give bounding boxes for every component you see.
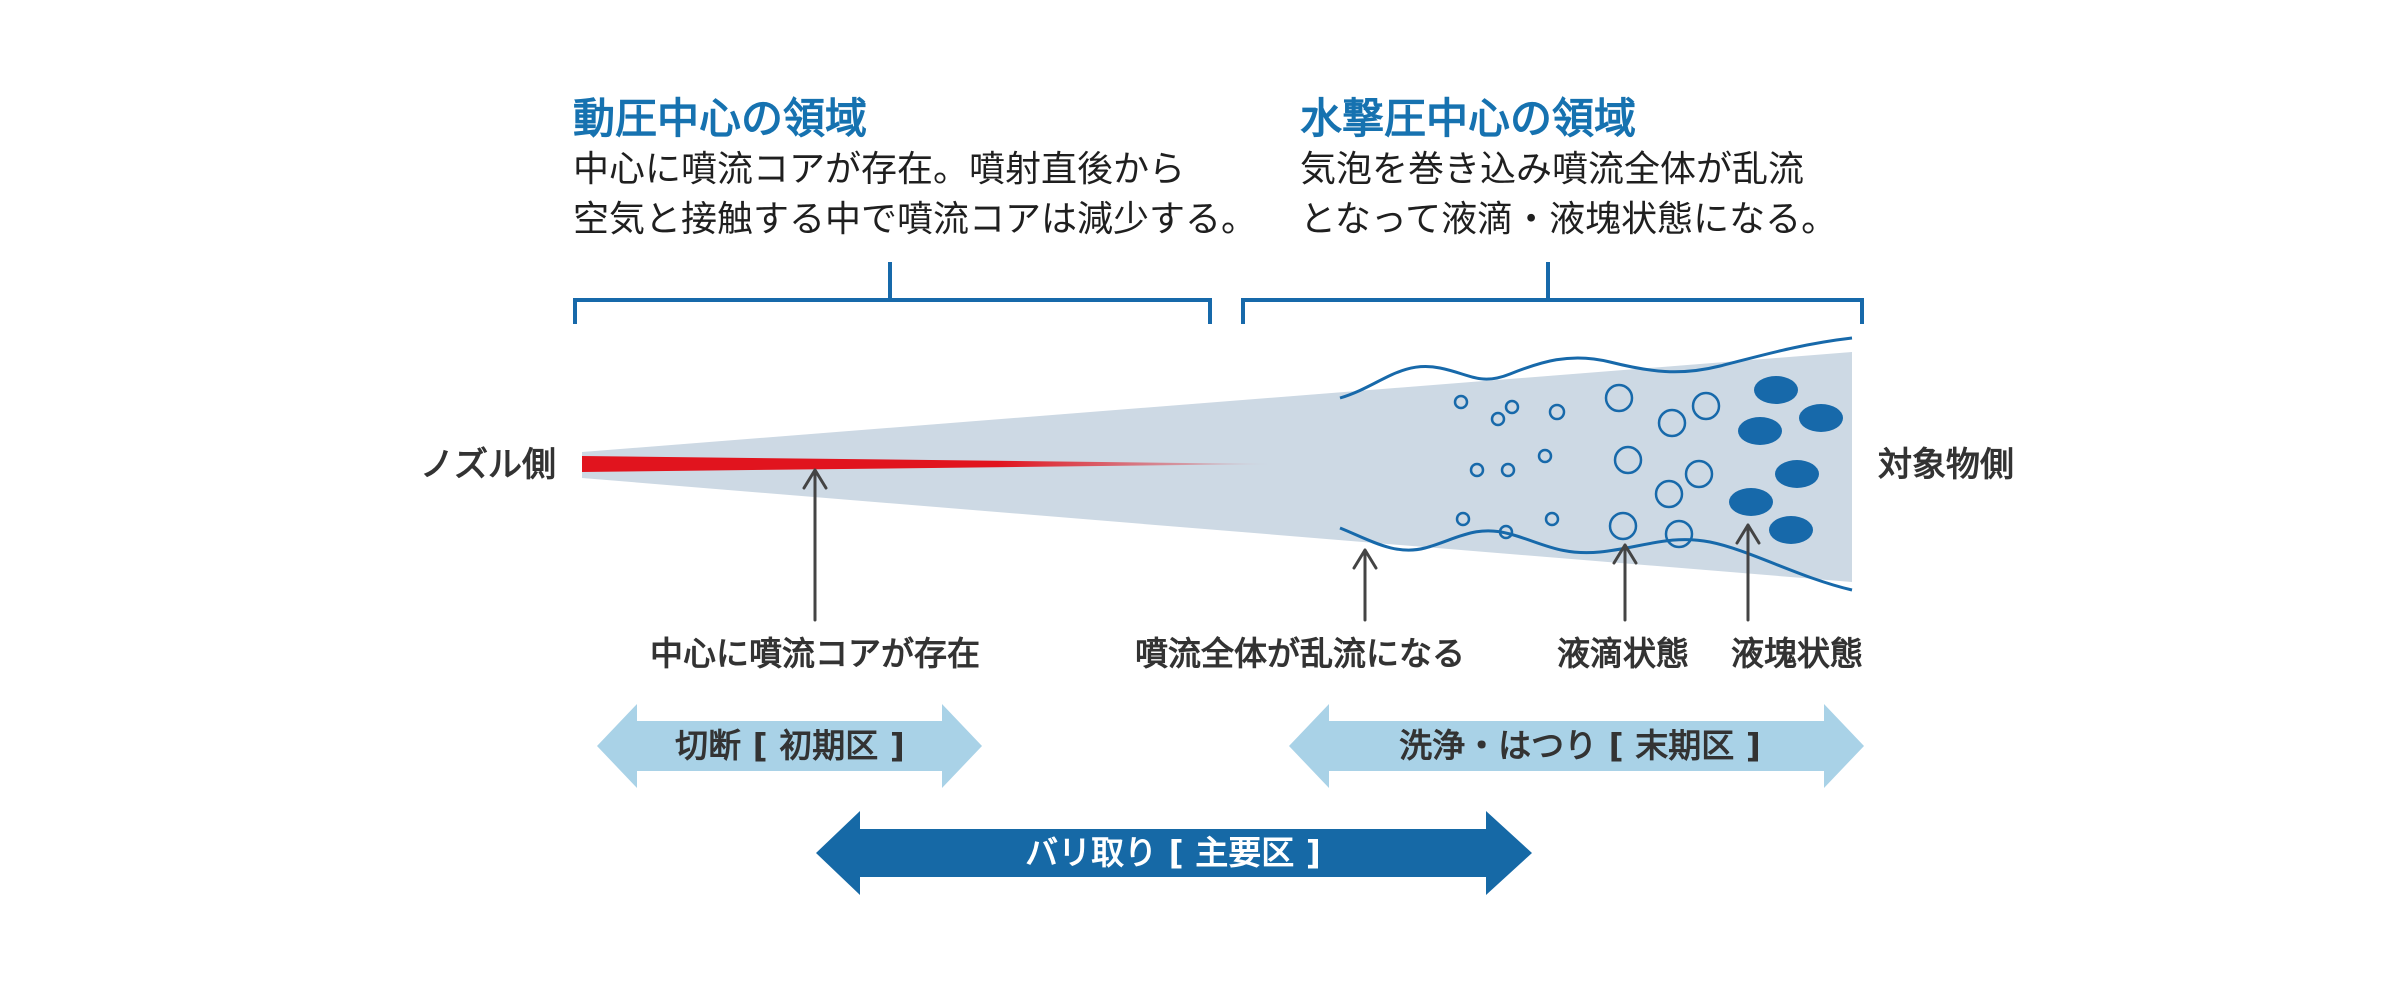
small-bubbles	[1453, 394, 1566, 540]
dynamic-pressure-region: 動圧中心の領域 中心に噴流コアが存在。噴射直後から 空気と接触する中で噴流コアは…	[573, 94, 1257, 240]
bubble	[1613, 445, 1643, 475]
water-hammer-region-desc-line1: 気泡を巻き込み噴流全体が乱流	[1300, 149, 1804, 190]
pointer-arrows	[802, 468, 1761, 622]
cleaning-zone-arrow: 洗浄・はつり [ 末期区 ]	[1289, 704, 1864, 788]
core-pointer-arrow	[802, 468, 828, 622]
droplet-pointer-arrow	[1612, 543, 1638, 622]
bubble	[1537, 448, 1553, 464]
cutting-zone-arrow: 切断 [ 初期区 ]	[597, 704, 982, 788]
nozzle-side-label: ノズル側	[420, 445, 556, 485]
bubble	[1664, 519, 1694, 549]
bubble	[1504, 399, 1520, 415]
bubble	[1608, 511, 1638, 541]
turbulent-pointer-arrow	[1352, 548, 1378, 622]
target-side-label: 対象物側	[1878, 445, 2014, 485]
large-bubbles	[1604, 383, 1721, 549]
bubble	[1684, 459, 1714, 489]
dynamic-region-desc-line1: 中心に噴流コアが存在。噴射直後から	[573, 149, 1185, 190]
liquid-lump	[1769, 516, 1813, 544]
bubble	[1604, 383, 1634, 413]
deburring-zone-label: バリ取り [ 主要区 ]	[1025, 833, 1321, 872]
deburring-zone-arrow-shape	[816, 811, 1532, 895]
liquid-lump	[1775, 460, 1819, 488]
deburring-zone-arrow: バリ取り [ 主要区 ]	[816, 811, 1532, 895]
cutting-zone-label: 切断 [ 初期区 ]	[675, 726, 905, 765]
bubble	[1455, 511, 1471, 527]
cleaning-zone-arrow-shape	[1289, 704, 1864, 788]
bubble	[1498, 524, 1514, 540]
bubble	[1548, 403, 1566, 421]
water-hammer-region-title: 水撃圧中心の領域	[1300, 94, 1636, 143]
lump-pointer-arrow	[1735, 523, 1761, 622]
bubble	[1500, 462, 1516, 478]
bubble	[1453, 394, 1469, 410]
bubble	[1691, 391, 1721, 421]
liquid-lump	[1754, 376, 1798, 404]
water-hammer-region-bracket	[1241, 262, 1864, 324]
bubble	[1654, 479, 1684, 509]
cutting-zone-arrow-shape	[597, 704, 982, 788]
turbulent-label: 噴流全体が乱流になる	[1135, 634, 1465, 673]
liquid-lump	[1729, 488, 1773, 516]
lump-state-label: 液塊状態	[1731, 634, 1863, 673]
liquid-lump	[1799, 404, 1843, 432]
dynamic-region-desc-line2: 空気と接触する中で噴流コアは減少する。	[573, 199, 1257, 240]
water-hammer-region-desc-line2: となって液滴・液塊状態になる。	[1300, 199, 1837, 240]
jet-stream	[582, 336, 1853, 592]
bubble	[1490, 411, 1506, 427]
lower-turbulent-boundary	[1339, 526, 1853, 592]
jet-cone	[582, 352, 1852, 582]
liquid-lumps	[1729, 376, 1843, 544]
droplet-state-label: 液滴状態	[1557, 634, 1689, 673]
bubble	[1544, 511, 1560, 527]
jet-core	[582, 456, 1275, 472]
water-hammer-region: 水撃圧中心の領域 気泡を巻き込み噴流全体が乱流 となって液滴・液塊状態になる。	[1300, 94, 1837, 240]
bubble	[1469, 462, 1485, 478]
upper-turbulent-boundary	[1339, 336, 1853, 400]
liquid-lump	[1738, 417, 1782, 445]
dynamic-region-bracket	[573, 262, 1212, 324]
cleaning-zone-label: 洗浄・はつり [ 末期区 ]	[1399, 726, 1761, 765]
core-exists-label: 中心に噴流コアが存在	[650, 634, 980, 673]
bubble	[1657, 408, 1687, 438]
dynamic-region-title: 動圧中心の領域	[573, 94, 867, 143]
